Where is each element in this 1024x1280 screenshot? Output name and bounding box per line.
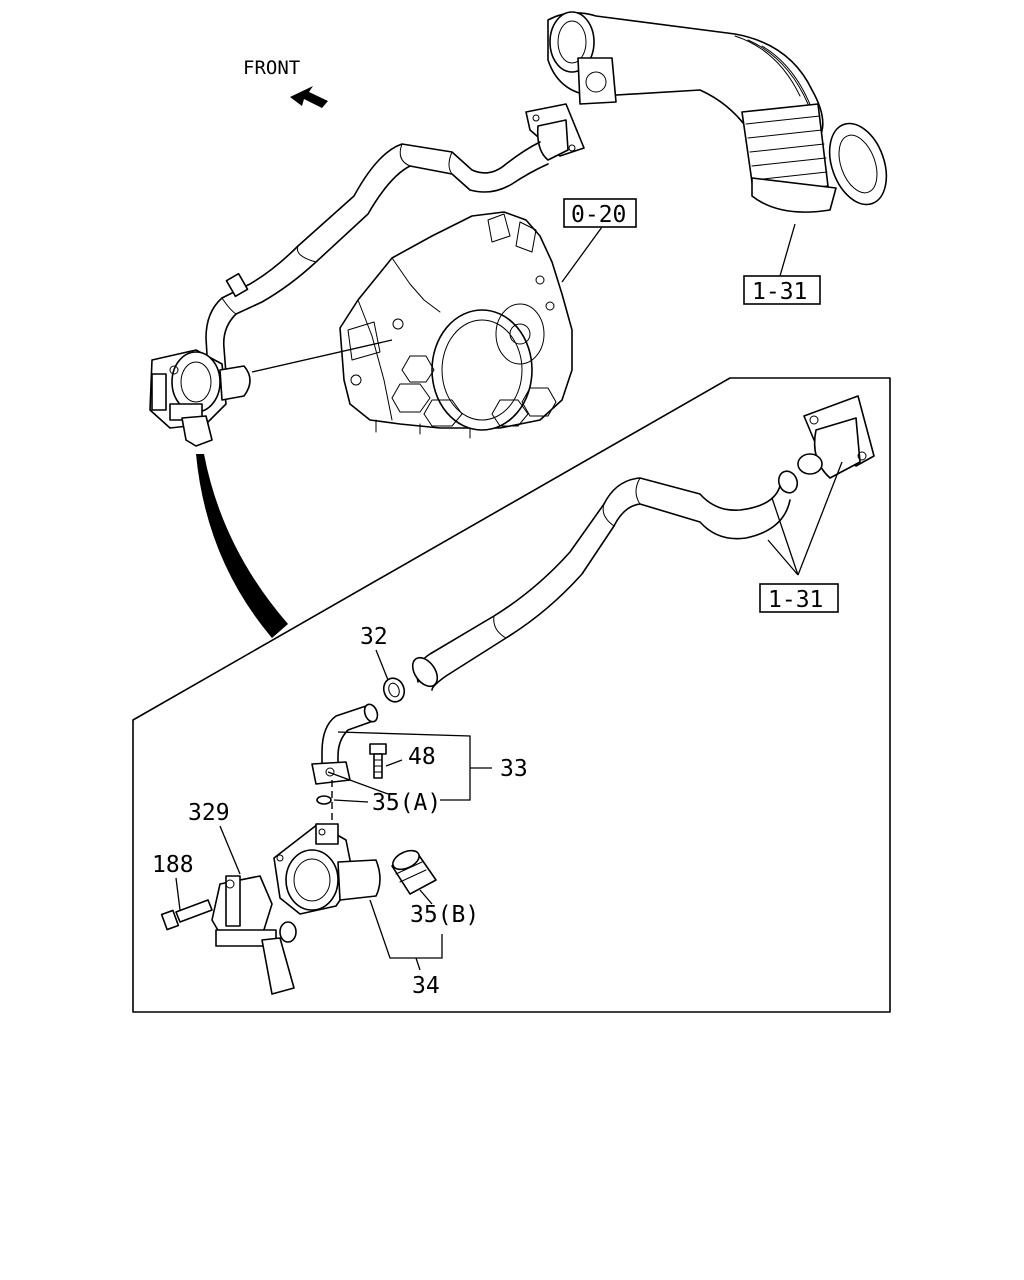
bolt-48 [369,743,387,779]
front-label: FRONT [243,57,300,79]
ref-label-0-20: 0-20 [571,202,626,228]
detail-pointer-arrow [196,454,288,638]
callout-34: 34 [412,973,440,999]
callout-48: 48 [408,744,436,770]
clamp-32 [382,677,406,703]
water-outlet-top [149,349,251,447]
water-outlet-34 [273,823,381,915]
seal-35b [391,849,437,895]
water-hose-detail [411,477,791,691]
water-pipe-33 [311,703,379,785]
flywheel-housing [339,211,573,439]
hose-clamp-upper [777,470,799,494]
detail-frame [132,377,891,1013]
front-arrow-icon [290,86,328,108]
thermostat-housing-detail [797,395,875,479]
leader-1-31-top [779,223,796,277]
bolt-188 [160,899,213,931]
ref-box-0-20 [563,198,637,228]
callout-329: 329 [188,800,230,826]
callout-35b: 35(B) [410,902,479,928]
gasket-35a [316,795,332,805]
leader-1-31-detail [767,461,843,576]
intake-duct [547,11,888,213]
callout-33: 33 [500,756,528,782]
callout-188: 188 [152,852,194,878]
ref-label-1-31-detail: 1-31 [768,587,823,613]
ref-label-1-31-top: 1-31 [752,279,807,305]
callout-35a: 35(A) [372,790,441,816]
ref-box-1-31-top [743,275,821,305]
ref-box-1-31-detail [759,583,839,613]
water-hose-top [205,141,549,375]
leader-0-20 [561,226,603,283]
callout-32: 32 [360,624,388,650]
bracket-329 [211,875,297,995]
thermostat-housing-top [525,103,585,161]
